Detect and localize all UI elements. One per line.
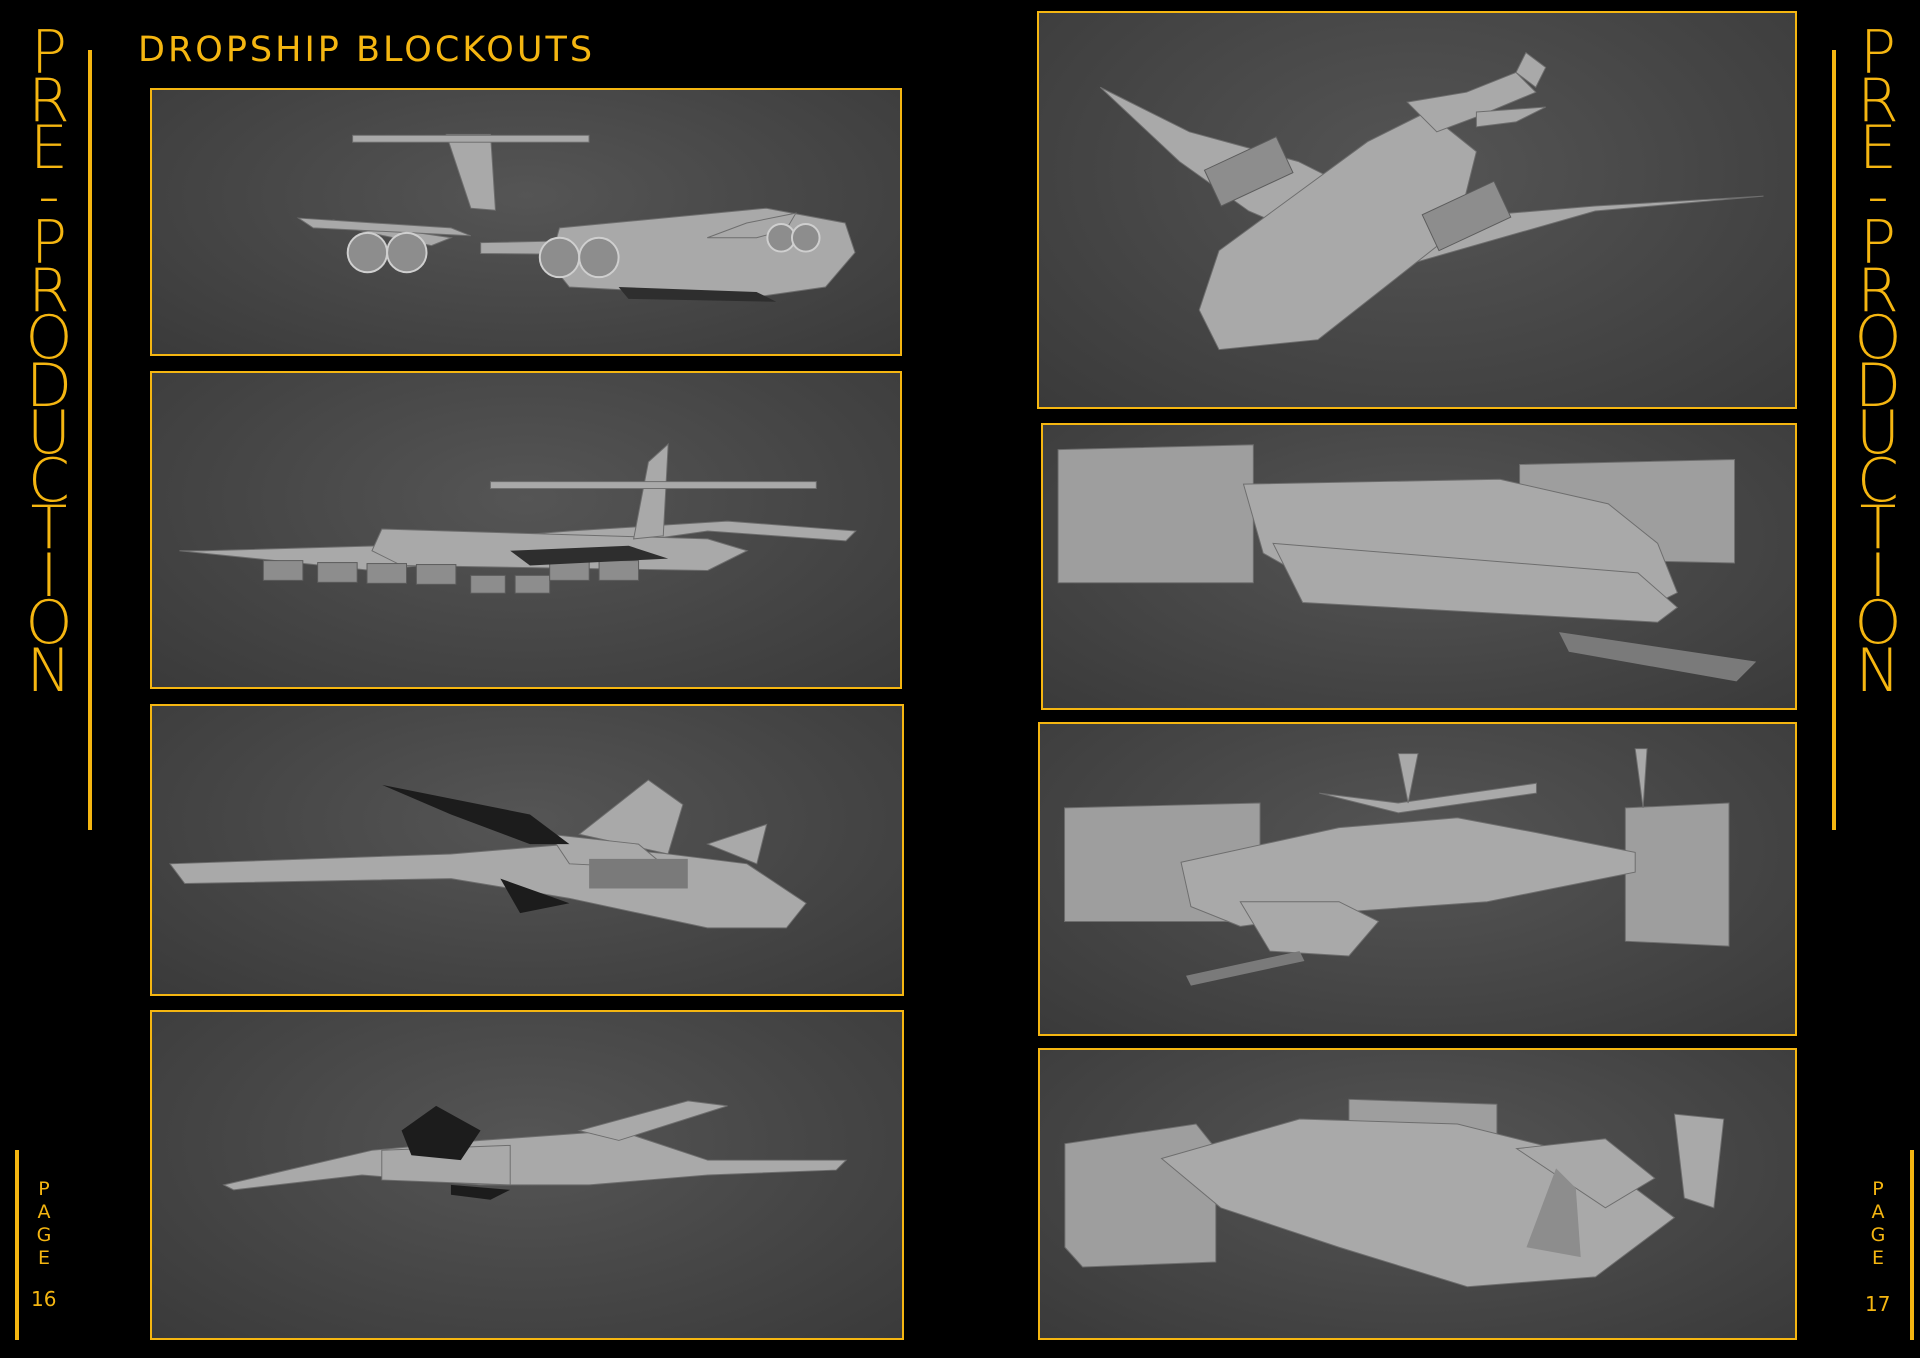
title-letter: A (37, 1201, 51, 1223)
left-page-number: 16 (31, 1287, 57, 1311)
title-letter: A (1871, 1201, 1885, 1223)
render-panel-swept-dropship-front (150, 1010, 904, 1340)
title-letter: P (30, 208, 68, 278)
render-panel-swept-dropship-side (150, 704, 904, 996)
right-page-rule (1910, 1150, 1914, 1340)
title-letter: P (1872, 1178, 1884, 1200)
title-letter: P (1859, 18, 1897, 88)
right-page-number: 17 (1865, 1292, 1891, 1316)
title-letter: P (30, 18, 68, 88)
title-letter: O (25, 303, 73, 373)
render-panel-delta-dropship (1037, 11, 1797, 409)
title-letter: R (1857, 65, 1899, 136)
heavy-dropship-rear-quarter-render (1064, 1098, 1725, 1288)
title-letter: - (38, 160, 60, 231)
delta-dropship-top-front-render (1099, 51, 1764, 351)
left-title-rule (88, 50, 92, 830)
heavy-dropship-with-engine-blocks-render (1057, 444, 1757, 682)
title-letter: R (28, 65, 70, 136)
swept-wing-dropship-low-front-render (222, 1100, 848, 1200)
title-letter: U (1856, 398, 1900, 468)
title-letter: O (25, 588, 73, 658)
title-letter: C (28, 445, 70, 516)
title-letter: E (37, 1247, 50, 1269)
title-letter: I (1869, 540, 1887, 611)
title-letter: E (1871, 1247, 1884, 1269)
title-letter: E (30, 113, 68, 183)
cargo-jet-rear-quarter-render (179, 442, 857, 594)
render-panel-heavy-dropship-rear (1038, 1048, 1797, 1340)
title-letter: P (1859, 208, 1897, 278)
title-letter: O (1854, 588, 1902, 658)
title-letter: P (38, 1178, 50, 1200)
title-letter: G (1870, 1224, 1886, 1246)
title-letter: O (1854, 303, 1902, 373)
render-panel-heavy-dropship-front (1038, 722, 1797, 1036)
title-letter: N (1855, 635, 1901, 706)
title-letter: - (1867, 160, 1889, 231)
swept-wing-dropship-side-render (168, 779, 807, 929)
title-letter: T (1859, 493, 1897, 563)
title-letter: R (28, 255, 70, 326)
title-letter: E (1859, 113, 1897, 183)
title-letter: N (26, 635, 72, 706)
cargo-jet-front-quarter-render (296, 133, 856, 302)
title-letter: D (1854, 350, 1902, 421)
section-heading: DROPSHIP BLOCKOUTS (138, 30, 596, 70)
title-letter: I (40, 540, 58, 611)
title-letter: C (1857, 445, 1899, 516)
render-panel-cargo-jet-rear (150, 371, 902, 689)
title-letter: D (25, 350, 73, 421)
heavy-dropship-front-quarter-render (1064, 748, 1730, 986)
left-page-rule (15, 1150, 19, 1340)
render-panel-cargo-jet-front (150, 88, 902, 356)
right-title-rule (1832, 50, 1836, 830)
title-letter: G (36, 1224, 52, 1246)
title-letter: T (30, 493, 68, 563)
render-panel-heavy-dropship-blocks (1041, 423, 1797, 710)
title-letter: R (1857, 255, 1899, 326)
title-letter: U (27, 398, 71, 468)
